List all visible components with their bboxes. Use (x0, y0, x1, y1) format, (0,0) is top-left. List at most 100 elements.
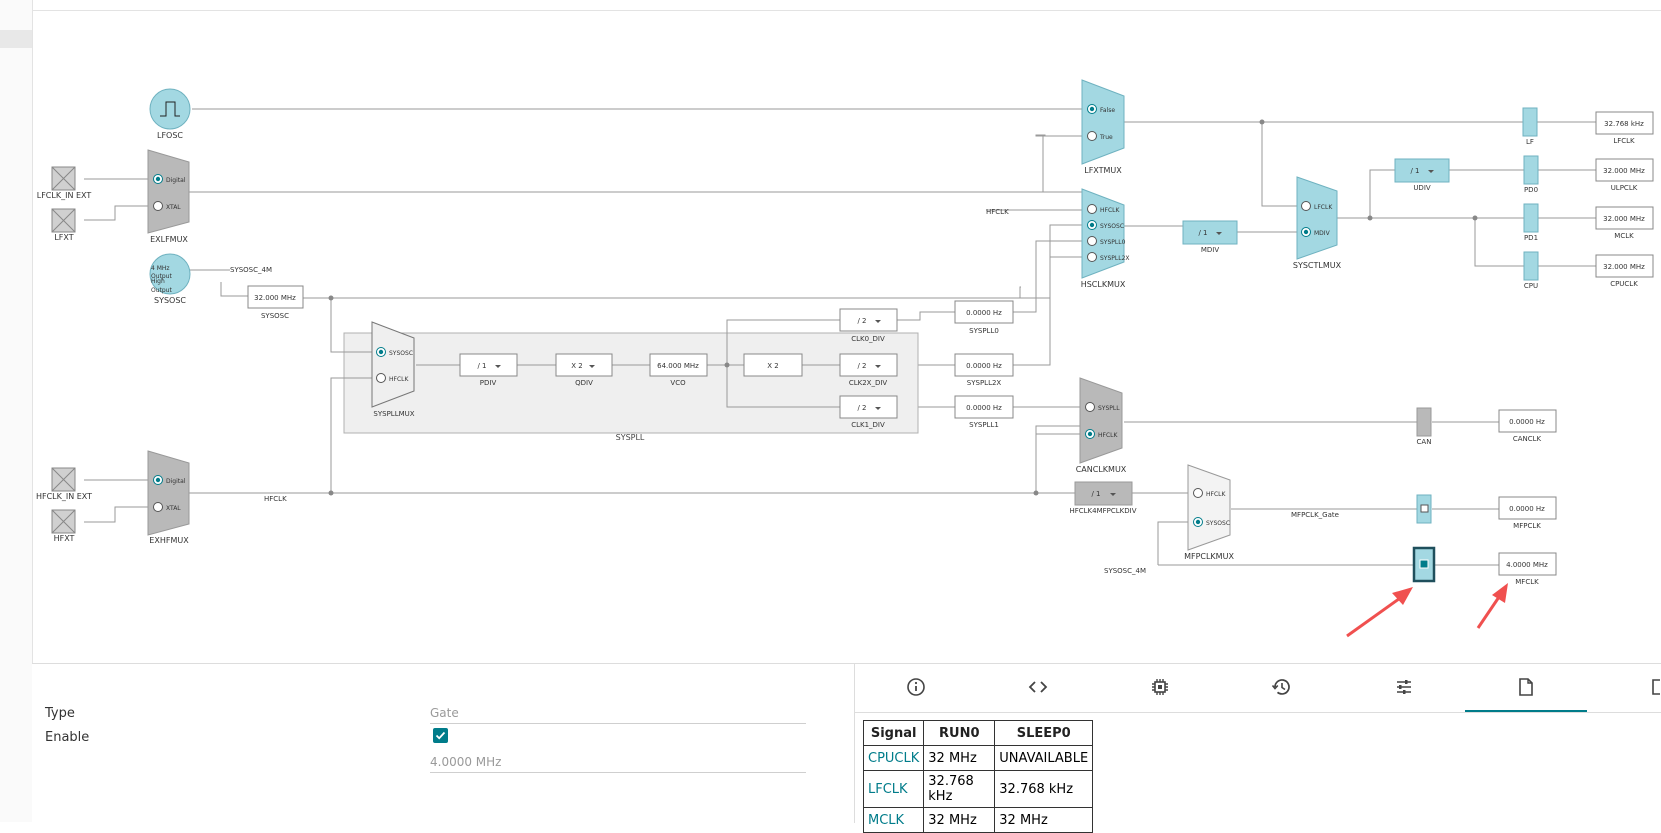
signal-link[interactable]: CPUCLK (862, 745, 925, 771)
syspll2x-frequency[interactable]: 0.0000 Hz SYSPLL2X (954, 353, 1014, 387)
canclk-output[interactable]: 0.0000 Hz CANCLK (1498, 409, 1557, 443)
svg-text:HFCLK4MFPCLKDIV: HFCLK4MFPCLKDIV (1069, 507, 1136, 515)
svg-text:True: True (1099, 134, 1113, 141)
svg-text:MFCLK: MFCLK (1515, 578, 1539, 586)
mfclk-gate-selected[interactable] (1412, 546, 1436, 583)
hfclk-in-ext-input[interactable]: HFCLK_IN EXT (36, 467, 92, 501)
svg-text:SYSPLL1: SYSPLL1 (969, 421, 999, 429)
svg-text:HFCLK_IN EXT: HFCLK_IN EXT (36, 492, 92, 501)
ulpclk-output[interactable]: 32.000 MHz ULPCLK (1595, 158, 1654, 192)
sysosc-block[interactable]: 4 MHz Output High Output SYSOSC (149, 253, 191, 305)
svg-text:Output: Output (151, 287, 172, 294)
canclkmux[interactable]: SYSPLL HFCLK CANCLKMUX (1076, 377, 1127, 474)
signal-link[interactable]: LFCLK (862, 770, 925, 808)
svg-text:SYSPLL2X: SYSPLL2X (967, 379, 1002, 387)
mdiv-select[interactable]: / 1 MDIV (1182, 220, 1238, 254)
info-icon (907, 678, 925, 696)
svg-text:LFCLK_IN EXT: LFCLK_IN EXT (37, 191, 92, 200)
tab-settings[interactable] (1343, 664, 1465, 710)
svg-text:32.000 MHz: 32.000 MHz (1603, 167, 1645, 175)
enable-checkbox[interactable] (433, 728, 448, 743)
svg-text:Digital: Digital (166, 478, 186, 485)
svg-text:UDIV: UDIV (1413, 184, 1431, 192)
svg-text:PD1: PD1 (1524, 234, 1538, 242)
sleep0-cell: UNAVAILABLE (994, 745, 1094, 771)
svg-text:32.768 kHz: 32.768 kHz (1604, 120, 1644, 128)
tab-info[interactable] (855, 664, 977, 710)
header-run0: RUN0 (923, 720, 996, 746)
mfpclk-gate[interactable] (1416, 494, 1432, 524)
svg-text:CANCLKMUX: CANCLKMUX (1076, 465, 1127, 474)
svg-text:MFPCLK: MFPCLK (1513, 522, 1541, 530)
tab-document[interactable] (1465, 664, 1587, 712)
mfclk-output[interactable]: 4.0000 MHz MFCLK (1498, 552, 1557, 586)
svg-text:XTAL: XTAL (166, 505, 181, 512)
mfpclk-output[interactable]: 0.0000 Hz MFPCLK (1498, 496, 1557, 530)
cpu-gate[interactable]: CPU (1523, 251, 1539, 290)
table-header-row: Signal RUN0 SLEEP0 (862, 720, 1094, 746)
svg-text:Digital: Digital (166, 177, 186, 184)
lfxt-input[interactable]: LFXT (51, 208, 76, 242)
run0-cell: 32 MHz (923, 745, 996, 771)
svg-text:LFXTMUX: LFXTMUX (1084, 166, 1122, 175)
pd1-gate[interactable]: PD1 (1523, 203, 1539, 242)
exlfmux[interactable]: Digital XTAL EXLFMUX (147, 149, 190, 244)
svg-text:LFCLK: LFCLK (1314, 204, 1333, 211)
document-icon (1519, 678, 1533, 696)
tab-code[interactable] (977, 664, 1099, 710)
lfclk-output[interactable]: 32.768 kHz LFCLK (1595, 111, 1654, 145)
clk2x-div-select[interactable]: / 2 CLK2X_DIV (839, 353, 898, 387)
svg-text:VCO: VCO (670, 379, 686, 387)
mclk-output[interactable]: 32.000 MHz MCLK (1595, 206, 1654, 240)
svg-text:MDIV: MDIV (1201, 246, 1219, 254)
more-tab-icon (1652, 679, 1660, 695)
cpuclk-output[interactable]: 32.000 MHz CPUCLK (1595, 254, 1654, 288)
history-icon (1271, 679, 1290, 695)
tab-chip[interactable] (1099, 664, 1221, 710)
clk1-div-select[interactable]: / 2 CLK1_DIV (839, 395, 898, 429)
vco-frequency[interactable]: 64.000 MHz VCO (649, 353, 708, 387)
svg-text:MDIV: MDIV (1314, 230, 1331, 237)
clk0-div-select[interactable]: / 2 CLK0_DIV (839, 308, 898, 343)
svg-text:MCLK: MCLK (1614, 232, 1634, 240)
pdiv-select[interactable]: / 1 PDIV (459, 353, 518, 387)
hfxt-input[interactable]: HFXT (51, 509, 76, 543)
tab-more[interactable] (1587, 664, 1661, 710)
enable-label: Enable (45, 730, 90, 745)
lfosc-block[interactable]: LFOSC (149, 88, 191, 140)
lfxtmux[interactable]: False True LFXTMUX (1081, 79, 1125, 175)
table-row: LFCLK 32.768 kHz 32.768 kHz (862, 770, 1094, 808)
hfclk4mfpclkdiv-select[interactable]: / 1 HFCLK4MFPCLKDIV (1069, 481, 1137, 515)
svg-text:PD0: PD0 (1524, 186, 1538, 194)
syspll1-frequency[interactable]: 0.0000 Hz SYSPLL1 (954, 395, 1014, 429)
svg-text:32.000 MHz: 32.000 MHz (1603, 215, 1645, 223)
qdiv-select[interactable]: X 2 QDIV (555, 353, 613, 387)
svg-text:MFPCLKMUX: MFPCLKMUX (1184, 552, 1234, 561)
svg-text:0.0000 Hz: 0.0000 Hz (1509, 505, 1545, 513)
exhfmux[interactable]: Digital XTAL EXHFMUX (147, 450, 190, 545)
svg-text:CAN: CAN (1417, 438, 1432, 446)
lf-gate[interactable]: LF (1522, 107, 1538, 146)
lfclk-in-ext-input[interactable]: LFCLK_IN EXT (37, 166, 92, 200)
syspll0-frequency[interactable]: 0.0000 Hz SYSPLL0 (954, 300, 1014, 335)
sysctlmux[interactable]: LFCLK MDIV SYSCTLMUX (1293, 176, 1342, 270)
tab-history[interactable] (1221, 664, 1343, 710)
svg-text:XTAL: XTAL (166, 204, 181, 211)
hsclkmux[interactable]: HFCLK SYSOSC SYSPLL0 SYSPLL2X HSCLKMUX (1081, 188, 1130, 289)
syspll-group[interactable] (343, 332, 919, 434)
mfpclkmux[interactable]: HFCLK SYSOSC MFPCLKMUX (1184, 464, 1234, 561)
svg-text:0.0000 Hz: 0.0000 Hz (966, 404, 1002, 412)
svg-text:SYSOSC: SYSOSC (1100, 223, 1124, 230)
can-gate[interactable]: CAN (1416, 407, 1432, 446)
sysosc-frequency[interactable]: 32.000 MHz SYSOSC (247, 285, 304, 320)
x2-multiplier[interactable]: X 2 (743, 353, 803, 377)
hsclkmux-hfclk-signal: HFCLK (986, 208, 1009, 216)
sidebar-selected-item[interactable] (0, 30, 32, 48)
svg-text:CLK1_DIV: CLK1_DIV (851, 421, 885, 429)
signal-link[interactable]: MCLK (862, 807, 925, 833)
udiv-select[interactable]: / 1 UDIV (1394, 158, 1450, 192)
pd0-gate[interactable]: PD0 (1523, 155, 1539, 194)
syspllmux[interactable]: SYSOSC HFCLK SYSPLLMUX (371, 321, 415, 418)
svg-text:CLK0_DIV: CLK0_DIV (851, 335, 885, 343)
svg-text:0.0000 Hz: 0.0000 Hz (966, 362, 1002, 370)
